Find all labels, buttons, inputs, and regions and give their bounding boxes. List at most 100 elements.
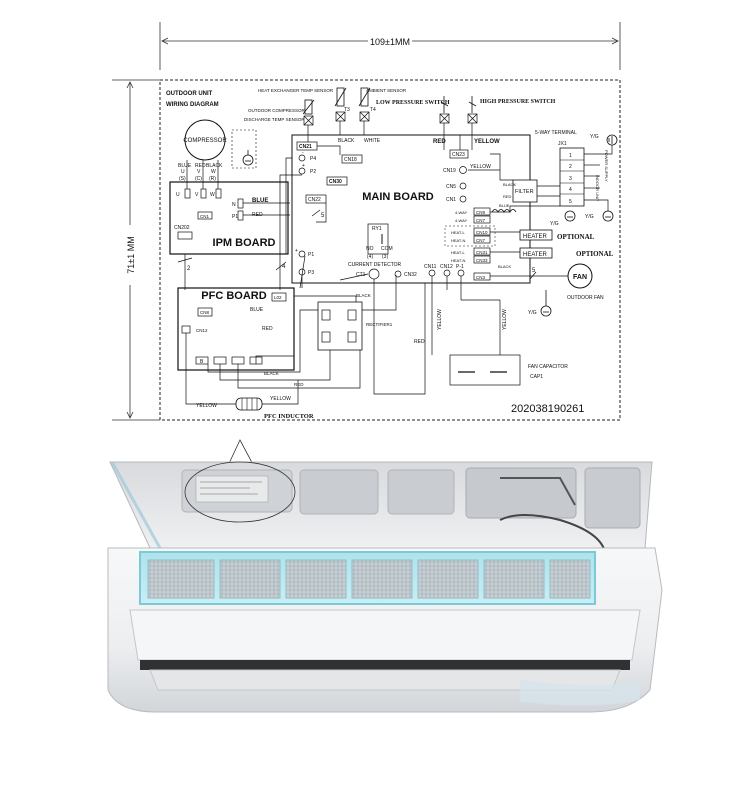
l02-label: L02	[274, 295, 282, 300]
p4-sign: -	[302, 150, 304, 156]
vc-label: (C)	[195, 176, 202, 182]
high-pressure-label: HIGH PRESSURE SWITCH	[480, 99, 556, 105]
pfc-board-label: PFC BOARD	[201, 290, 266, 302]
main-board	[291, 134, 531, 284]
width-label: 109±1MM	[370, 37, 410, 47]
diagram-frame	[159, 79, 621, 421]
cn12-pfc-connector	[181, 325, 191, 334]
main-board-label: MAIN BOARD	[362, 191, 434, 203]
no-pin: (4)	[367, 254, 373, 260]
capacitor-wires	[431, 276, 501, 355]
cn9-label: CN9	[476, 210, 485, 215]
filter-box	[512, 179, 538, 203]
control-box	[584, 467, 641, 529]
p4-label: P4	[310, 156, 316, 162]
yellow-wire-cn19: YELLOW	[470, 164, 491, 170]
cn7b-label: CN7	[476, 238, 485, 243]
heater-label-1: HEATER	[523, 234, 548, 240]
ac-unit-photo	[107, 461, 663, 713]
height-label: 71±1 MM	[126, 236, 136, 273]
fan-wire-slash	[529, 271, 537, 280]
red-wire-label: RED	[433, 139, 446, 145]
no-label: NO	[366, 246, 374, 252]
fan-wire-count: 5	[532, 268, 536, 274]
u-color-label: BLUE	[178, 163, 192, 169]
fan-label: FAN	[573, 274, 587, 281]
five-way-terminal-label: 5-WAY TERMINAL	[535, 130, 577, 136]
ipm-w-label: W	[210, 192, 215, 198]
rectifier-pins	[321, 309, 357, 343]
yg-label-top: Y/G	[590, 134, 599, 140]
v-label: V	[197, 169, 201, 175]
cn202-connector	[177, 231, 193, 240]
four-way-1: 4-WAY	[455, 210, 468, 215]
compressor-circle	[184, 119, 226, 161]
ground-icon-terminal	[606, 134, 618, 146]
ry1-label: RY1	[372, 226, 382, 232]
cn1-main-label: CN1	[446, 197, 456, 203]
pfc-red-label: RED	[262, 326, 273, 332]
compressor-wires	[177, 160, 290, 290]
ground-icon-filter	[564, 210, 576, 222]
filter-label: FILTER	[515, 189, 534, 195]
height-dimension	[112, 79, 160, 421]
cn21-label: CN21	[299, 144, 312, 150]
cn5-terminal	[459, 182, 467, 190]
ground-icon-fan	[540, 290, 552, 317]
terminal-block	[559, 147, 585, 207]
us-label: (S)	[179, 176, 186, 182]
black-wire-filter: BLACK	[503, 182, 516, 187]
relay-connectors	[473, 207, 491, 281]
low-pressure-label: LOW PRESSURE SWITCH	[376, 100, 450, 106]
p1-label: P1	[308, 252, 314, 258]
wire-count-4: 4	[282, 264, 286, 270]
terminal-num-5: 5	[569, 199, 572, 205]
w-color-label: BLACK	[206, 163, 223, 169]
terminal-num-2: 2	[569, 164, 572, 170]
heater-box-2	[519, 247, 553, 259]
optional-label-2: OPTIONAL	[576, 250, 614, 258]
rectifier-label: RECTIFIER1	[366, 322, 393, 327]
heat-l1: HEAT-L	[451, 230, 465, 235]
wiring-sticker-lines	[200, 481, 262, 495]
pfc-inductor-rings	[241, 398, 258, 410]
pfc-inductor-label: PFC INDUCTOR	[264, 413, 314, 420]
lid-panel-3	[387, 469, 455, 515]
cap1-label: CAP1	[530, 374, 543, 380]
cn30-label: CN30	[329, 179, 342, 185]
com-label: COM	[381, 246, 393, 252]
pfc-terminals	[195, 356, 263, 365]
pfc-b-label: B	[200, 359, 204, 365]
cn7a-label: CN7	[476, 218, 485, 223]
cn31-label: CN31	[476, 250, 488, 255]
ipm-board	[169, 181, 289, 255]
cn5-label: CN5	[446, 184, 456, 190]
l02-connector	[271, 292, 287, 302]
ipm-n-label: N	[232, 202, 236, 208]
lid-panel-4	[465, 467, 577, 519]
heater-label-2: HEATER	[523, 252, 548, 258]
black-wire-label: BLACK	[338, 138, 355, 144]
black-wire-rectifier: BLACK	[356, 293, 371, 298]
sensor-symbols	[303, 111, 478, 126]
p4-terminal	[298, 154, 306, 162]
four-way-2: 4-WAY	[455, 218, 468, 223]
power-supply-label: POWER SUPPLY	[604, 150, 609, 182]
ipm-board-label: IPM BOARD	[213, 237, 276, 249]
cable	[500, 477, 576, 506]
wiring-sticker	[195, 475, 269, 503]
diagram-title-line2: WIRING DIAGRAM	[166, 102, 219, 108]
cn19-label: CN19	[443, 168, 456, 174]
callout-ellipse	[184, 461, 296, 523]
cn8-connector	[197, 307, 213, 317]
cn11-label: CN11	[424, 264, 437, 270]
ipm-cn1-label: CN1	[200, 214, 209, 219]
cn12-pfc-label: CN12	[196, 328, 208, 333]
terminal-num-1: 1	[569, 153, 572, 159]
ipm-u-label: U	[176, 192, 180, 198]
filter-grids	[147, 559, 591, 599]
yg-label-right: Y/G	[585, 214, 594, 220]
cn8-label: CN8	[200, 310, 209, 315]
terminal-dividers	[560, 159, 584, 195]
